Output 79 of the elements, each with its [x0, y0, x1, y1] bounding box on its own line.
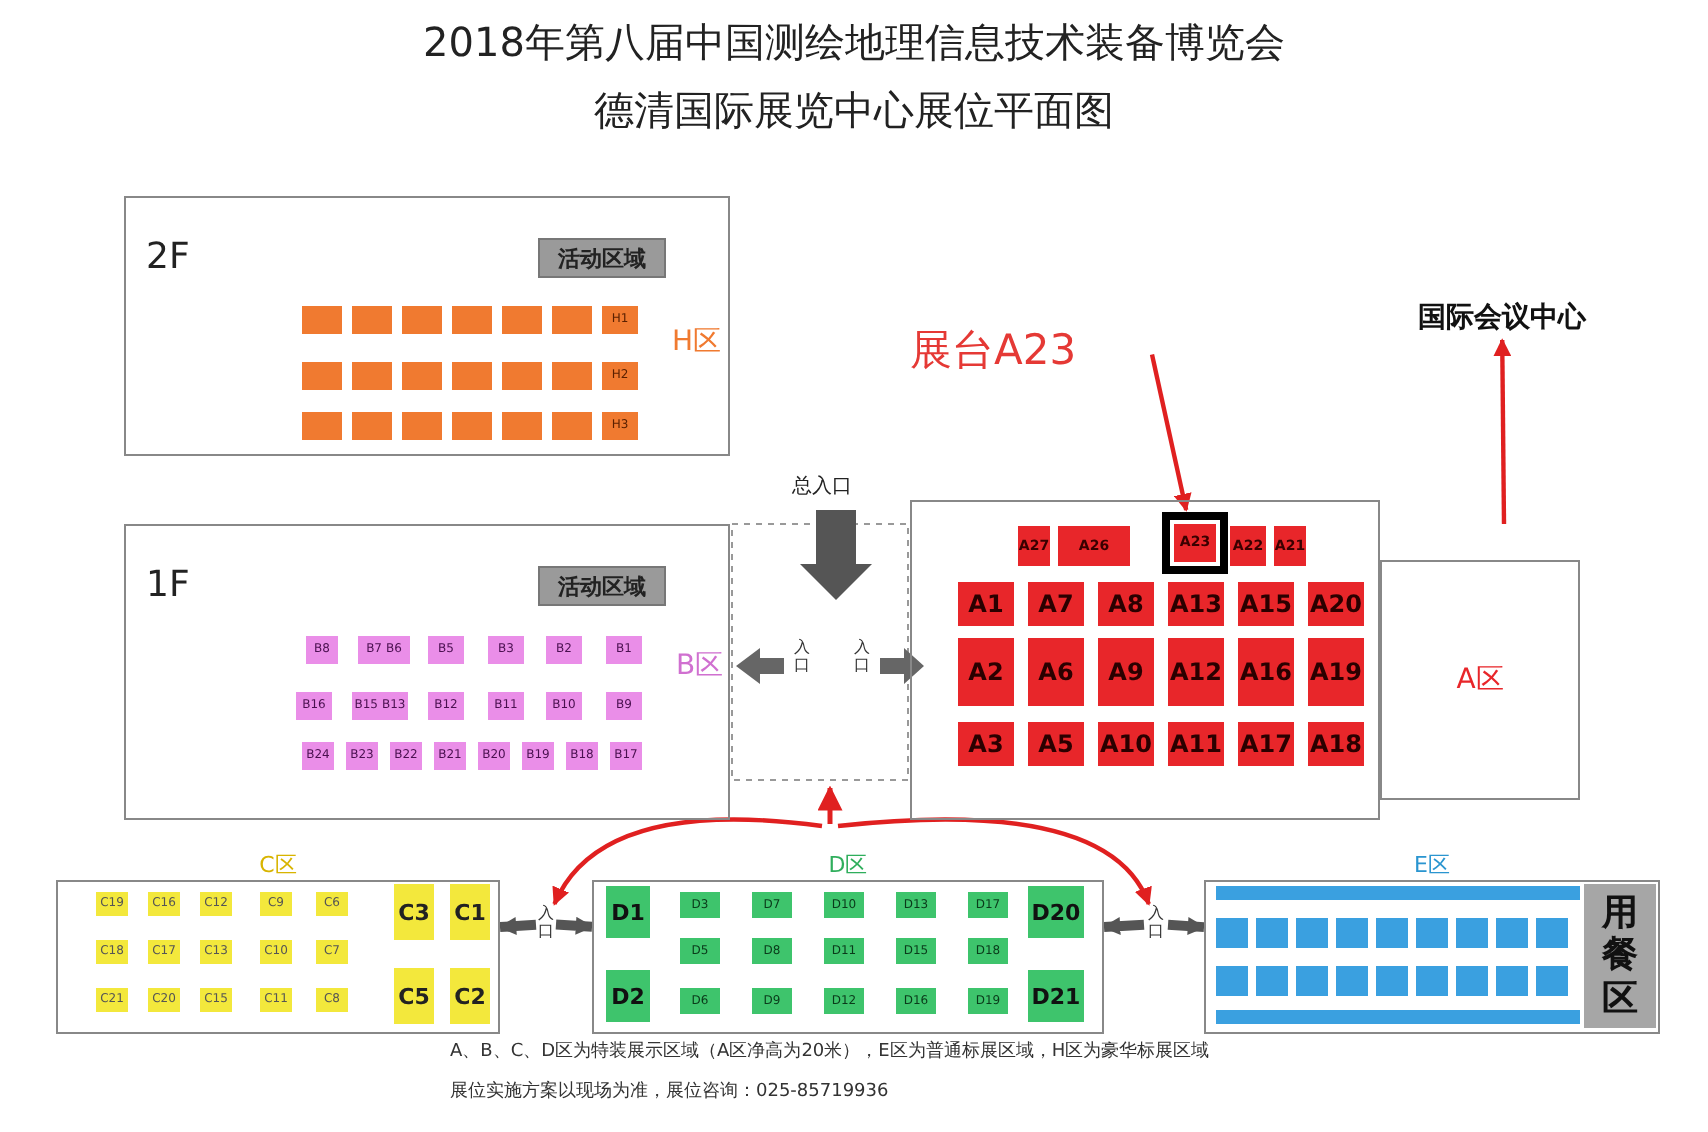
- zone-label: E区: [1412, 850, 1452, 880]
- hall-outline: [124, 196, 730, 456]
- booth: A20: [1308, 582, 1364, 626]
- booth: [352, 306, 392, 334]
- note-text: 展位实施方案以现场为准，展位咨询：025-85719936: [450, 1084, 889, 1104]
- booth: A1: [958, 582, 1014, 626]
- title-text: 德清国际展览中心展位平面图: [592, 88, 1116, 132]
- floor-label: 2F: [146, 238, 190, 278]
- booth: C2: [450, 968, 490, 1024]
- zone-label: H区: [672, 328, 722, 359]
- booth: D21: [1028, 970, 1084, 1022]
- callout-text: 展台A23: [910, 316, 1290, 384]
- booth: [452, 306, 492, 334]
- booth: [502, 412, 542, 440]
- booth: A6: [1028, 638, 1084, 706]
- booth: [402, 412, 442, 440]
- floor-label: 1F: [146, 566, 190, 606]
- note-text: A、B、C、D区为特装展示区域（A区净高为20米），E区为普通标展区域，H区为豪华标展区域: [450, 1044, 1210, 1064]
- hall-annex: A区: [1380, 560, 1580, 800]
- booth: [402, 362, 442, 390]
- title-text: 2018年第八届中国测绘地理信息技术装备博览会: [421, 20, 1287, 64]
- dining-area: 用餐区: [1584, 884, 1656, 1028]
- booth: C1: [450, 884, 490, 940]
- booth: A10: [1098, 722, 1154, 766]
- booth: A12: [1168, 638, 1224, 706]
- booth: [352, 412, 392, 440]
- booth: [502, 362, 542, 390]
- booth: [452, 362, 492, 390]
- zone-label: B区: [676, 652, 724, 683]
- booth: A15: [1238, 582, 1294, 626]
- booth: [302, 306, 342, 334]
- booth: [402, 306, 442, 334]
- booth: A19: [1308, 638, 1364, 706]
- arrow: [1493, 338, 1512, 525]
- arrow: [1167, 917, 1206, 936]
- entrance-label: 入口: [1144, 904, 1168, 944]
- booth: [552, 306, 592, 334]
- booth: [352, 692, 408, 720]
- arrow: [555, 916, 594, 935]
- entrance-label: 入口: [854, 640, 872, 676]
- activity-area: 活动区域: [538, 566, 666, 606]
- booth: A11: [1168, 722, 1224, 766]
- zone-label: C区: [257, 850, 299, 880]
- booth: C3: [394, 884, 434, 940]
- booth: A5: [1028, 722, 1084, 766]
- booth: [502, 306, 542, 334]
- activity-area: 活动区域: [538, 238, 666, 278]
- zone-label: D区: [826, 850, 870, 880]
- booth: C5: [394, 968, 434, 1024]
- booth: [452, 412, 492, 440]
- booth: A16: [1238, 638, 1294, 706]
- entrance-label: 总入口: [792, 476, 852, 498]
- booth: [302, 362, 342, 390]
- booth: A18: [1308, 722, 1364, 766]
- booth: [552, 362, 592, 390]
- booth: A17: [1238, 722, 1294, 766]
- arrow: [837, 817, 1151, 906]
- entrance-label: 入口: [536, 904, 556, 944]
- booth: A13: [1168, 582, 1224, 626]
- booth: A7: [1028, 582, 1084, 626]
- booth: D20: [1028, 886, 1084, 938]
- booth: [358, 636, 410, 664]
- booth: [352, 362, 392, 390]
- arrow: [552, 817, 823, 906]
- hall-outline: [124, 524, 730, 820]
- booth: D1: [606, 886, 650, 938]
- arrow: [498, 917, 537, 935]
- booth: A8: [1098, 582, 1154, 626]
- booth: A3: [958, 722, 1014, 766]
- hall-outline: [910, 500, 1380, 820]
- booth: D2: [606, 970, 650, 1022]
- booth: A2: [958, 638, 1014, 706]
- arrow: [1102, 917, 1145, 936]
- arrow: [1149, 354, 1192, 512]
- booth: [302, 412, 342, 440]
- booth: [552, 412, 592, 440]
- venue-label: 国际会议中心: [1380, 296, 1624, 340]
- booth: A9: [1098, 638, 1154, 706]
- entrance-label: 入口: [794, 640, 812, 676]
